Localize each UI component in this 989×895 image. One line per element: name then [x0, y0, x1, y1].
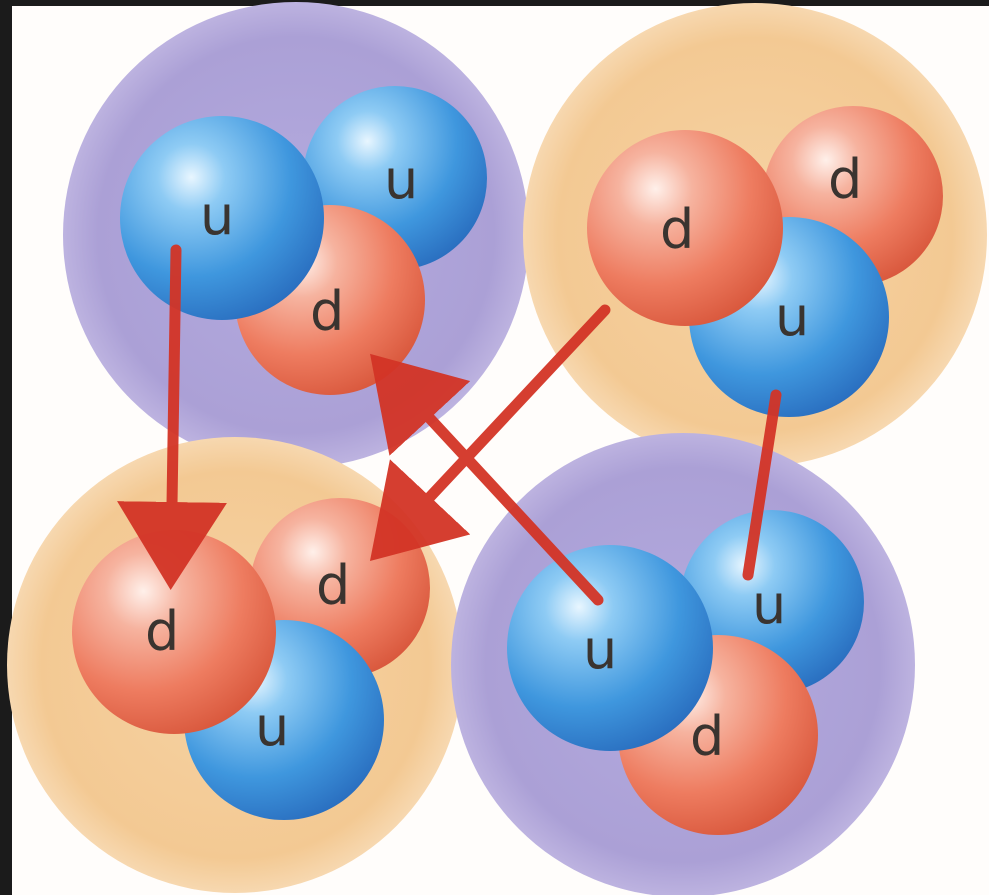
quark-label-d: d [690, 705, 724, 768]
quark-label-d: d [310, 280, 344, 343]
quark-label-u: u [384, 148, 418, 211]
quark-label-d: d [660, 198, 694, 261]
quark-label-u: u [775, 285, 809, 348]
quark-label-u: u [200, 184, 234, 247]
quark-label-u: u [583, 618, 617, 681]
quark-label-u: u [752, 573, 786, 636]
exchange-arrow-tl-to-bl [171, 250, 176, 568]
quark-label-d: d [828, 148, 862, 211]
quark-label-d: d [145, 600, 179, 663]
quark-label-u: u [255, 695, 289, 758]
quark-label-d: d [316, 554, 350, 617]
